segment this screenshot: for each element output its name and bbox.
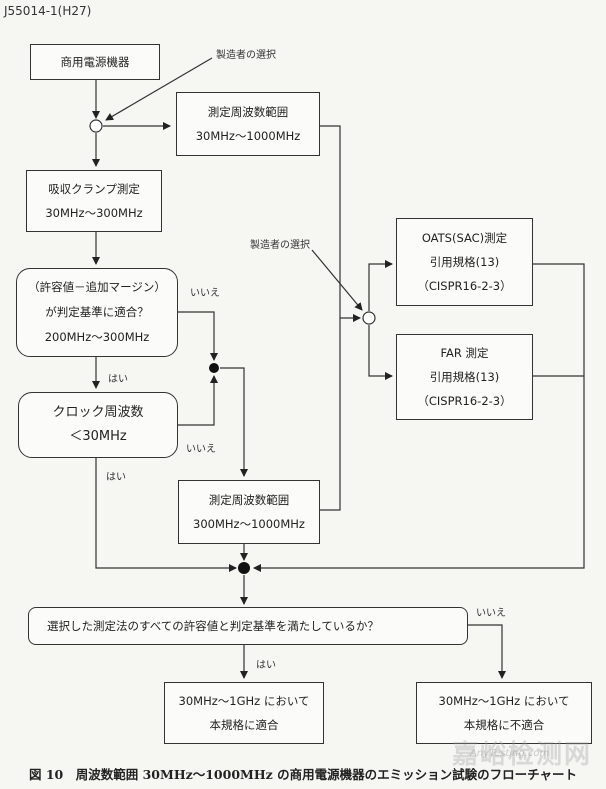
measurement-range-2-box: 測定周波数範囲 300MHz～1000MHz [178,480,320,544]
box-text: 引用規格(13) [429,255,500,269]
box-text: （CISPR16-2-3） [417,394,512,408]
box-text: 測定周波数範囲 [207,105,289,119]
arrow-junction2-to-far [368,325,393,380]
no-label-2: いいえ [186,444,216,455]
box-text: 商用電源機器 [60,55,130,69]
watermark-url: AnyTesting.com [470,748,550,759]
limit-margin-decision-box: （許容値－追加マージン） が判定基準に適合？ 200MHz～300MHz [16,268,178,357]
box-text: 選択した測定法のすべての許容値と判定基準を満たしているか？ [47,619,379,633]
box-text: 本規格に適合 [209,718,279,732]
box-text: 30MHz～300MHz [45,206,143,220]
document-id: J55014-1(H27) [4,4,92,18]
arrow-oats-far-to-merge [253,263,585,572]
complies-box: 30MHz～1GHz において 本規格に適合 [164,682,324,744]
arrow-dot2-to-range2 [220,367,248,477]
not-complies-box: 30MHz～1GHz において 本規格に不適合 [416,682,592,744]
box-text: 30MHz～1GHz において [438,694,570,708]
line-range2-to-junction2 [320,318,341,511]
manufacturer-choice-label-1: 製造者の選択 [216,50,276,61]
box-text: 測定周波数範囲 [208,493,290,507]
arrow-mfr-choice-2 [311,249,363,311]
box-text: 本規格に不適合 [463,718,545,732]
arrow-mfr-choice-1 [105,57,213,121]
box-text: OATS(SAC)測定 [421,231,508,245]
commercial-power-equipment-box: 商用電源機器 [30,44,160,80]
box-text: （CISPR16-2-3） [417,279,512,293]
watermark-text: 嘉峪检测网 [452,740,593,770]
arrow-clock-no-to-dot2 [178,375,218,426]
no-label-3: いいえ [476,608,506,619]
junction-dot-merge [238,562,250,574]
box-text: ＜30MHz [69,429,127,444]
absorbing-clamp-box: 吸収クランプ測定 30MHz～300MHz [26,170,162,232]
box-text: クロック周波数 [52,405,144,420]
box-text: 200MHz～300MHz [44,330,150,344]
box-text: が判定基準に適合？ [45,305,149,319]
junction-circle-2 [362,311,376,325]
measurement-range-1-box: 測定周波数範囲 30MHz～1000MHz [176,92,320,156]
box-text: 300MHz～1000MHz [193,517,305,531]
yes-label-1: はい [108,374,128,385]
manufacturer-choice-label-2: 製造者の選択 [250,240,310,251]
arrow-junction2-to-oats [368,260,393,311]
junction-dot-2 [209,363,219,373]
arrow-range1-to-junction2 [320,125,361,322]
box-text: （許容値－追加マージン） [28,280,166,294]
clock-frequency-decision-box: クロック周波数 ＜30MHz [18,392,178,458]
box-text: 引用規格(13) [429,370,500,384]
no-label-1: いいえ [190,288,220,299]
arrow-clock-yes-to-merge [95,458,237,572]
oats-sac-measurement-box: OATS(SAC)測定 引用規格(13) （CISPR16-2-3） [396,218,533,306]
far-measurement-box: FAR 測定 引用規格(13) （CISPR16-2-3） [396,334,533,420]
arrow-final-no-to-not-comply [468,624,506,679]
junction-circle-1 [89,119,103,133]
box-text: FAR 測定 [440,346,489,360]
final-compliance-decision-box: 選択した測定法のすべての許容値と判定基準を満たしているか？ [28,607,468,645]
box-text: 30MHz～1000MHz [195,129,301,143]
figure-caption: 図 10 周波数範囲 30MHz～1000MHz の商用電源機器のエミッション試… [28,767,577,782]
yes-label-2: はい [106,472,126,483]
yes-label-3: はい [256,660,276,671]
box-text: 30MHz～1GHz において [178,694,310,708]
box-text: 吸収クランプ測定 [48,182,140,196]
arrow-decision1-no-to-dot2 [178,311,218,361]
